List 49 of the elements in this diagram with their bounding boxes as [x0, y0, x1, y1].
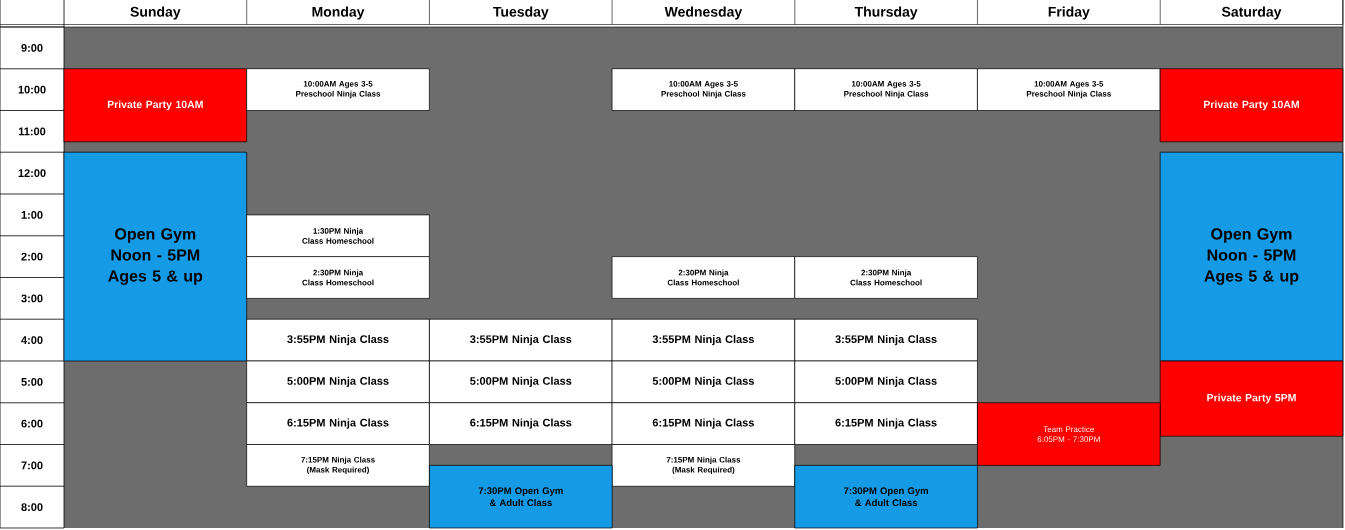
class-block: 6:15PM Ninja Class	[429, 402, 613, 445]
time-label: 11:00	[18, 127, 46, 136]
time-label: 10:00	[18, 85, 46, 94]
column-header: Friday	[1048, 6, 1090, 20]
column-header: Monday	[312, 6, 365, 20]
open-gym-block: 7:30PM Open Gym & Adult Class	[429, 465, 613, 529]
time-label: 2:00	[21, 252, 43, 261]
column-header: Sunday	[130, 6, 181, 20]
column-header: Saturday	[1221, 6, 1282, 20]
class-block: 6:15PM Ninja Class	[611, 402, 796, 445]
class-block: 10:00AM Ages 3-5 Preschool Ninja Class	[794, 68, 978, 111]
class-block: 2:30PM Ninja Class Homeschool	[246, 256, 430, 299]
open-gym-block: Open Gym Noon - 5PM Ages 5 & up	[63, 151, 247, 362]
class-block: 3:55PM Ninja Class	[429, 318, 613, 362]
class-block: 3:55PM Ninja Class	[246, 318, 430, 362]
class-block: 6:15PM Ninja Class	[246, 402, 430, 445]
time-label: 6:00	[21, 419, 43, 428]
time-label: 7:00	[21, 461, 43, 470]
class-block: 10:00AM Ages 3-5 Preschool Ninja Class	[977, 68, 1161, 111]
party-block: Private Party 10AM	[63, 68, 247, 143]
column-header: Wednesday	[664, 6, 743, 20]
class-block: 1:30PM Ninja Class Homeschool	[246, 214, 430, 258]
class-block: 2:30PM Ninja Class Homeschool	[611, 256, 796, 299]
class-block: 10:00AM Ages 3-5 Preschool Ninja Class	[246, 68, 430, 111]
column-header: Tuesday	[493, 6, 549, 20]
time-label: 9:00	[21, 44, 43, 52]
column-header: Thursday	[854, 6, 918, 20]
class-block: 3:55PM Ninja Class	[794, 318, 978, 362]
party-block: Private Party 10AM	[1159, 68, 1344, 143]
open-gym-block: Open Gym Noon - 5PM Ages 5 & up	[1159, 151, 1344, 362]
class-block: 6:15PM Ninja Class	[794, 402, 978, 445]
class-block: 5:00PM Ninja Class	[611, 360, 796, 404]
time-label: 4:00	[21, 336, 43, 344]
time-label: 8:00	[21, 503, 43, 511]
practice-block: Team Practice 6:05PM - 7:30PM	[977, 402, 1161, 466]
class-block: 2:30PM Ninja Class Homeschool	[794, 256, 978, 299]
class-block: 5:00PM Ninja Class	[429, 360, 613, 404]
class-block: 7:15PM Ninja Class (Mask Required)	[246, 444, 430, 487]
open-gym-block: 7:30PM Open Gym & Adult Class	[794, 465, 978, 529]
class-block: 5:00PM Ninja Class	[794, 360, 978, 404]
time-label: 5:00	[21, 378, 43, 386]
class-block: 7:15PM Ninja Class (Mask Required)	[611, 444, 796, 487]
time-label: 12:00	[18, 169, 46, 177]
class-block: 5:00PM Ninja Class	[246, 360, 430, 404]
party-block: Private Party 5PM	[1159, 360, 1344, 437]
class-block: 10:00AM Ages 3-5 Preschool Ninja Class	[611, 68, 796, 111]
time-label: 1:00	[21, 211, 43, 219]
time-label: 3:00	[21, 294, 43, 303]
class-block: 3:55PM Ninja Class	[611, 318, 796, 362]
